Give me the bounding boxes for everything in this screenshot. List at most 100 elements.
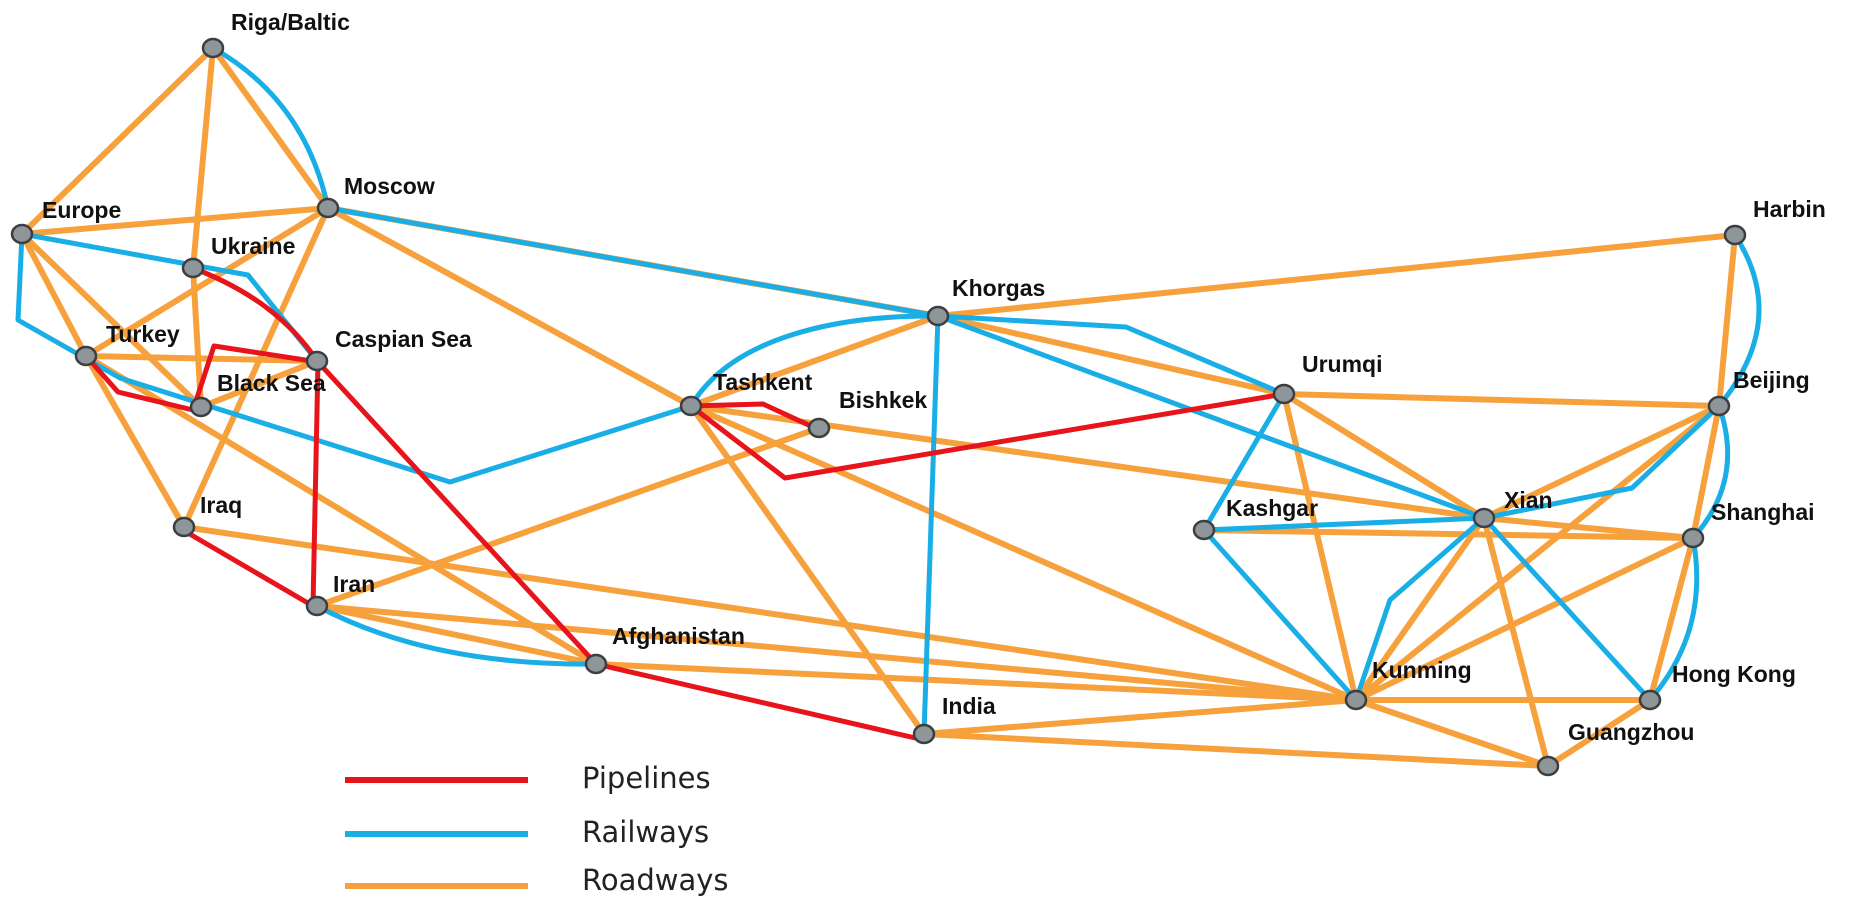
node-turkey [74, 345, 98, 367]
pipeline-tashkent-bishkek [688, 401, 818, 431]
label-kashgar: Kashgar [1226, 495, 1318, 521]
label-harbin: Harbin [1753, 196, 1826, 222]
railway-khorgas-xian [935, 313, 1487, 521]
node-urumqi [1272, 383, 1296, 405]
node-moscow [316, 197, 340, 219]
node-afghanistan [584, 653, 608, 675]
roadway-turkey-afghanistan [83, 353, 599, 667]
railway-kashgar-kunming [1201, 527, 1359, 703]
roadway-khorgas-urumqi [935, 313, 1287, 397]
label-xian: Xian [1504, 487, 1553, 513]
railway-urumqi-kashgar [1201, 391, 1287, 533]
label-shanghai: Shanghai [1711, 499, 1815, 525]
nodes-layer [10, 37, 1747, 777]
label-urumqi: Urumqi [1302, 351, 1383, 377]
node-blacksea [189, 396, 213, 418]
railway-harbin-beijing [1716, 232, 1762, 409]
roadway-europe-turkey [19, 231, 89, 359]
railway-khorgas-india [921, 313, 941, 737]
label-guangzhou: Guangzhou [1568, 719, 1694, 745]
railway-beijing-shanghai [1690, 403, 1731, 541]
label-iran: Iran [333, 571, 375, 597]
label-ukraine: Ukraine [211, 233, 295, 259]
roadway-shanghai-kashgar [1201, 527, 1696, 541]
railway-tashkent-khorgas [688, 313, 941, 409]
railway-xian-beijing [1481, 403, 1722, 521]
label-europe: Europe [42, 197, 121, 223]
roadway-turkey-iraq [83, 353, 187, 530]
pipeline-turkey-blacksea [83, 353, 196, 413]
label-moscow: Moscow [344, 173, 435, 199]
railway-shanghai-hongkong [1647, 535, 1700, 703]
railway-khorgas-urumqi [935, 313, 1287, 397]
railway-xian-hongkong [1481, 515, 1653, 703]
pipeline-tashkent-urumqi [688, 391, 1287, 481]
node-india [912, 723, 936, 745]
label-hongkong: Hong Kong [1672, 661, 1796, 687]
label-iraq: Iraq [200, 492, 242, 518]
roadway-iran-bishkek [314, 425, 822, 609]
label-blacksea: Black Sea [217, 370, 326, 396]
pipeline-caspian-iran [310, 359, 321, 609]
pipeline-blacksea-caspian [190, 343, 321, 413]
roadway-afghanistan-kunming [593, 661, 1359, 703]
roadway-hongkong-guangzhou [1545, 697, 1653, 769]
roadway-riga-moscow [210, 45, 331, 211]
label-beijing: Beijing [1733, 367, 1810, 393]
roadway-riga-europe [19, 45, 216, 237]
roadway-india-guangzhou [921, 731, 1551, 769]
roadway-moscow-turkey [83, 205, 331, 359]
roadway-kunming-guangzhou [1353, 697, 1551, 769]
node-riga [201, 37, 225, 59]
node-khorgas [926, 305, 950, 327]
legend-railways-label: Railways [582, 815, 709, 849]
node-iraq [172, 516, 196, 538]
node-hongkong [1638, 689, 1662, 711]
node-tashkent [679, 395, 703, 417]
roadway-harbin-beijing [1716, 232, 1738, 409]
roadway-iran-afghanistan [314, 603, 599, 667]
roadway-shanghai-hongkong [1647, 535, 1696, 703]
railway-xian-kunming [1353, 515, 1487, 703]
roadway-iran-kunming [314, 603, 1359, 703]
node-xian [1472, 507, 1496, 529]
railway-kashgar-xian [1201, 515, 1487, 533]
railway-moscow-khorgas [325, 205, 941, 319]
label-afghanistan: Afghanistan [612, 623, 745, 649]
node-caspian [305, 350, 329, 372]
label-india: India [942, 693, 996, 719]
roadway-urumqi-beijing [1281, 391, 1722, 409]
roadway-tashkent-india [688, 403, 927, 737]
label-riga: Riga/Baltic [231, 9, 350, 35]
pipeline-afghanistan-india [593, 661, 927, 743]
label-bishkek: Bishkek [839, 387, 927, 413]
label-tashkent: Tashkent [713, 369, 813, 395]
roadway-tashkent-khorgas [688, 313, 941, 409]
roadway-blacksea-caspian [198, 358, 320, 410]
node-guangzhou [1536, 755, 1560, 777]
roadway-khorgas-harbin [935, 232, 1738, 319]
label-kunming: Kunming [1372, 657, 1472, 683]
node-shanghai [1681, 527, 1705, 549]
railway-riga-moscow [210, 45, 331, 211]
roadway-moscow-tashkent [325, 205, 694, 409]
node-ukraine [181, 257, 205, 279]
roadway-europe-moscow [19, 205, 331, 237]
railways-layer [15, 45, 1762, 737]
roadway-xian-kunming [1353, 515, 1487, 703]
legend: Pipelines Railways Roadways [345, 761, 729, 897]
node-harbin [1723, 224, 1747, 246]
label-turkey: Turkey [106, 321, 180, 347]
roadway-beijing-kunming [1353, 403, 1722, 703]
node-iran [305, 595, 329, 617]
roadway-xian-guangzhou [1481, 515, 1551, 769]
roadway-beijing-shanghai [1690, 403, 1722, 541]
roadway-moscow-iraq [181, 205, 331, 530]
roadway-kunming-shanghai [1353, 535, 1696, 703]
legend-roadways-label: Roadways [582, 863, 729, 897]
pipeline-iraq-iran [173, 523, 316, 609]
roadway-urumqi-xian [1281, 391, 1487, 521]
legend-pipelines-label: Pipelines [582, 761, 711, 795]
